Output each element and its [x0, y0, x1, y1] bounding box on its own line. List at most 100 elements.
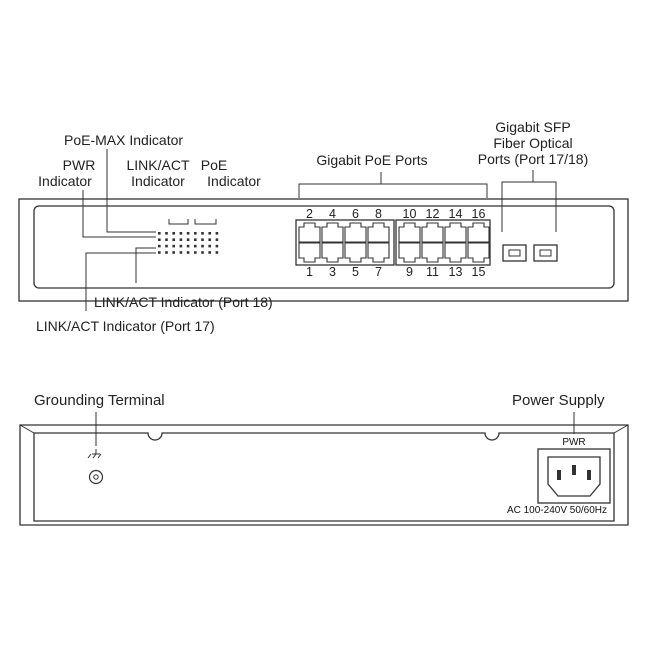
led-indicator	[158, 251, 161, 254]
led-indicator	[165, 238, 168, 241]
led-indicator	[179, 244, 183, 248]
port-number-bottom: 9	[406, 265, 413, 279]
port-number-top: 16	[472, 207, 486, 221]
pin-neutral	[587, 470, 591, 480]
sfp-label-line2: Fiber Optical	[493, 135, 572, 151]
port-number-bottom: 13	[449, 265, 463, 279]
rear-panel-inner	[33, 432, 615, 522]
ground-symbol-icon	[87, 449, 102, 459]
power-supply-label: Power Supply	[512, 392, 605, 409]
rj45-port	[444, 222, 467, 243]
rj45-port	[421, 222, 444, 243]
led-indicator	[215, 238, 219, 241]
led-indicator	[172, 232, 175, 235]
led-indicator	[158, 244, 161, 248]
pin-live	[557, 470, 561, 480]
gigabit-poe-ports	[295, 219, 491, 266]
sfp-bracket	[501, 181, 557, 232]
iec-c14-inlet-icon	[547, 456, 601, 497]
power-socket	[537, 448, 611, 504]
port-number-top: 10	[403, 207, 417, 221]
port-number-bottom: 5	[352, 265, 359, 279]
gigabit-poe-bracket	[298, 183, 488, 198]
grounding-terminal-label: Grounding Terminal	[34, 392, 165, 409]
rj45-port	[321, 242, 344, 263]
ground-screw-inner	[93, 474, 99, 480]
pwr-leader	[82, 190, 156, 238]
led-indicator	[208, 244, 211, 248]
port-number-top: 6	[352, 207, 359, 221]
led-indicator	[215, 244, 219, 248]
port-number-bottom: 3	[329, 265, 336, 279]
port-number-top: 12	[426, 207, 440, 221]
led-indicator	[208, 232, 211, 235]
led-indicator	[194, 244, 197, 248]
led-indicator	[172, 251, 175, 254]
pwr-socket-label: PWR	[562, 437, 585, 448]
sfp-ports	[502, 244, 558, 262]
led-indicator	[165, 232, 168, 235]
ac-rating-label: AC 100-240V 50/60Hz	[507, 505, 607, 516]
linkact-label-line2: Indicator	[131, 173, 185, 189]
led-indicator	[186, 251, 190, 254]
led-indicator	[201, 244, 204, 248]
led-indicator	[201, 238, 204, 241]
led-indicator	[215, 251, 219, 254]
pin-earth	[572, 465, 576, 475]
led-indicator	[158, 232, 161, 235]
led-indicator	[201, 232, 204, 235]
port-number-bottom: 1	[306, 265, 313, 279]
rj45-port	[321, 222, 344, 243]
led-indicator	[201, 251, 204, 254]
led-indicator	[194, 232, 197, 235]
rj45-port	[467, 242, 490, 263]
led-indicator	[172, 238, 175, 241]
led-indicator	[179, 251, 183, 254]
port-number-top: 14	[449, 207, 463, 221]
led-indicator	[208, 251, 211, 254]
gigabit-poe-label: Gigabit PoE Ports	[316, 152, 427, 168]
linkact-label-line1: LINK/ACT	[126, 157, 189, 173]
rear-panel: PWR AC 100-240V 50/60Hz Grounding Termin…	[19, 392, 629, 526]
link18-leader	[135, 247, 156, 283]
sfp-port-17-inner	[508, 249, 521, 257]
link18-label: LINK/ACT Indicator (Port 18)	[94, 294, 273, 310]
poe-label-line2: Indicator	[207, 173, 261, 189]
sfp-label-line1: Gigabit SFP	[495, 119, 570, 135]
rj45-port	[398, 242, 421, 263]
front-leader-lines	[82, 149, 557, 311]
rear-panel-edge-left	[19, 424, 35, 434]
rj45-port	[344, 242, 367, 263]
led-indicator	[165, 244, 168, 248]
link17-leader	[85, 252, 156, 311]
rj45-port	[367, 242, 390, 263]
rj45-port	[298, 222, 321, 243]
poe-label-line1: PoE	[201, 157, 227, 173]
led-indicator	[172, 244, 175, 248]
sfp-port-18-inner	[539, 249, 552, 257]
sfp-label-line3: Ports (Port 17/18)	[478, 151, 589, 167]
rj45-port	[467, 222, 490, 243]
port-number-bottom: 7	[375, 265, 382, 279]
led-indicator	[186, 238, 190, 241]
port-number-top: 2	[306, 207, 313, 221]
led-indicator	[158, 238, 161, 241]
rj45-port	[344, 222, 367, 243]
led-indicator	[215, 232, 219, 235]
link17-label: LINK/ACT Indicator (Port 17)	[36, 318, 215, 334]
led-indicator	[179, 232, 183, 235]
rj45-port	[298, 242, 321, 263]
poe-max-leader	[106, 149, 156, 233]
led-indicator	[208, 238, 211, 241]
rear-panel-edge-right	[613, 424, 629, 434]
port-number-top: 8	[375, 207, 382, 221]
led-indicator	[186, 232, 190, 235]
led-indicator	[165, 251, 168, 254]
linkact-bracket	[168, 219, 189, 225]
poe-bracket	[194, 219, 217, 225]
pwr-label-line2: Indicator	[38, 173, 92, 189]
led-indicator	[194, 251, 197, 254]
